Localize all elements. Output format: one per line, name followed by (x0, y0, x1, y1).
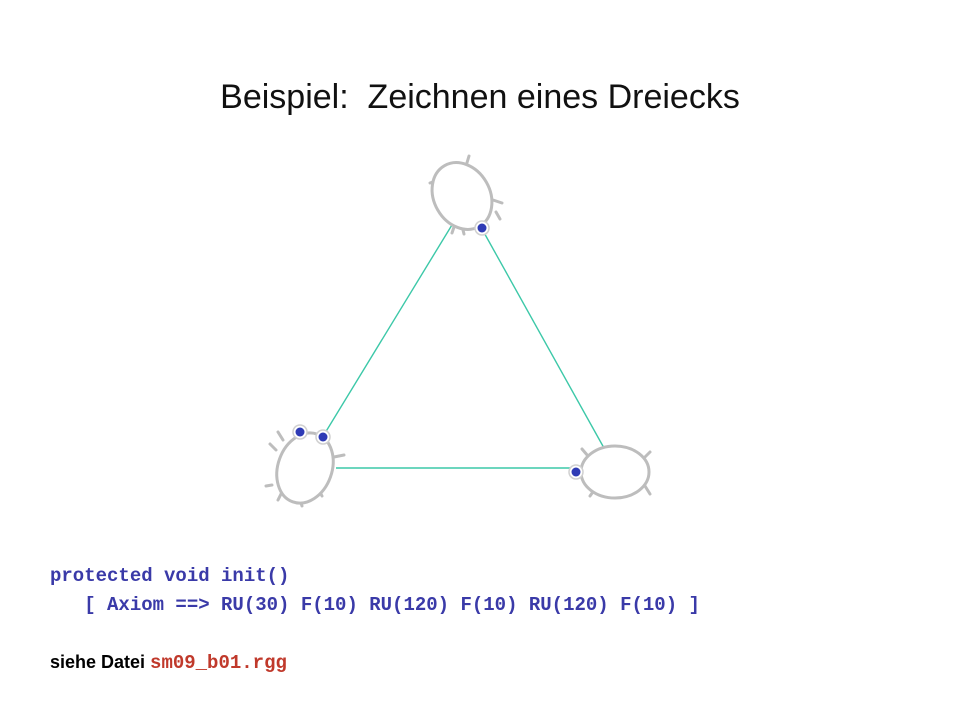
slide-title: Beispiel: Zeichnen eines Dreiecks (220, 78, 740, 116)
triangle-edges (321, 219, 605, 469)
code-line: protected void init() (50, 565, 290, 587)
eye-icon (292, 424, 308, 440)
file-label: siehe Datei (50, 652, 151, 672)
code-line: [ Axiom ==> RU(30) F(10) RU(120) F(10) R… (50, 594, 700, 616)
turtle-icon (428, 154, 504, 236)
turtle-icon (264, 430, 346, 508)
eye-icon (474, 220, 490, 236)
eye-icon (568, 464, 584, 480)
file-name: sm09_b01.rgg (150, 652, 287, 674)
edge-left (321, 219, 456, 439)
turtle-icon (579, 444, 652, 500)
eye-icon (315, 429, 331, 445)
edge-right (481, 228, 605, 449)
file-reference: siehe Datei sm09_b01.rgg (50, 652, 287, 674)
